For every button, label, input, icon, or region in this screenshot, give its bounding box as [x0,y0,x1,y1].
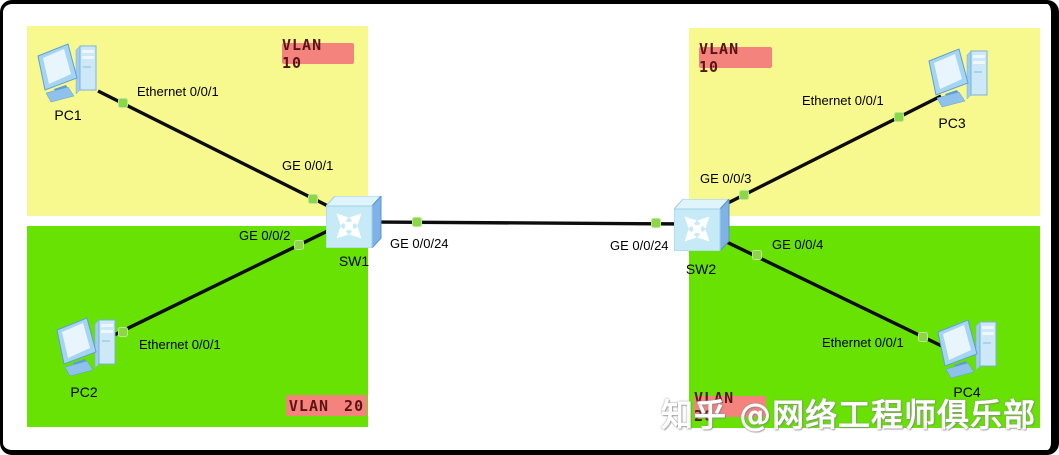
link-endpoint-dot [294,240,304,250]
port-label-pc3-ethernet: Ethernet 0/0/1 [802,93,884,108]
port-label-pc4-ethernet: Ethernet 0/0/1 [822,335,904,350]
pc-icon [37,43,97,103]
port-label-sw1-ge1: GE 0/0/1 [282,158,334,173]
port-label-sw1-ge24: GE 0/0/24 [390,236,449,251]
device-label-pc3: PC3 [938,115,966,131]
switch-icon [674,199,730,251]
link-pc2-sw1[interactable] [111,222,343,338]
device-label-sw2: SW2 [685,261,717,277]
link-endpoint-dot [651,218,661,228]
pc-icon [928,48,988,108]
watermark: 知乎 @网络工程师俱乐部 [661,396,1037,434]
link-sw2-pc4[interactable] [707,231,951,352]
port-label-sw2-ge4: GE 0/0/4 [772,237,824,252]
port-label-pc2-ethernet: Ethernet 0/0/1 [139,337,221,352]
device-sw1[interactable] [326,196,382,253]
link-endpoint-dot [739,190,749,200]
port-label-sw1-ge2: GE 0/0/2 [239,228,291,243]
switch-icon [326,196,382,248]
port-label-pc1-ethernet: Ethernet 0/0/1 [137,84,219,99]
device-pc1[interactable] [36,42,100,109]
link-endpoint-dot [118,98,128,108]
device-label-pc4: PC4 [953,384,981,400]
link-sw1-sw2[interactable] [369,220,693,226]
link-endpoint-dot [308,194,318,204]
link-endpoint-dot [752,250,762,260]
port-label-sw2-ge24: GE 0/0/24 [610,238,669,253]
link-endpoint-dot [918,332,928,342]
pc-icon [56,317,116,377]
device-label-sw1: SW1 [338,253,370,269]
link-endpoint-dot [412,217,422,227]
device-pc3[interactable] [927,47,991,114]
device-pc2[interactable] [55,316,119,383]
device-pc4[interactable] [936,318,1000,385]
device-sw2[interactable] [674,199,730,256]
link-endpoint-dot [894,112,904,122]
device-label-pc2: PC2 [70,384,98,400]
link-endpoint-dot [118,327,128,337]
vlan-badge-10-right: VLAN 10 [699,40,772,76]
link-pc1-sw1[interactable] [97,89,343,215]
pc-icon [937,319,997,379]
vlan-badge-20-left: VLAN 20 [286,395,367,416]
device-label-pc1: PC1 [54,107,82,123]
vlan-badge-10-left: VLAN 10 [282,36,354,72]
port-label-sw2-ge3: GE 0/0/3 [700,171,752,186]
